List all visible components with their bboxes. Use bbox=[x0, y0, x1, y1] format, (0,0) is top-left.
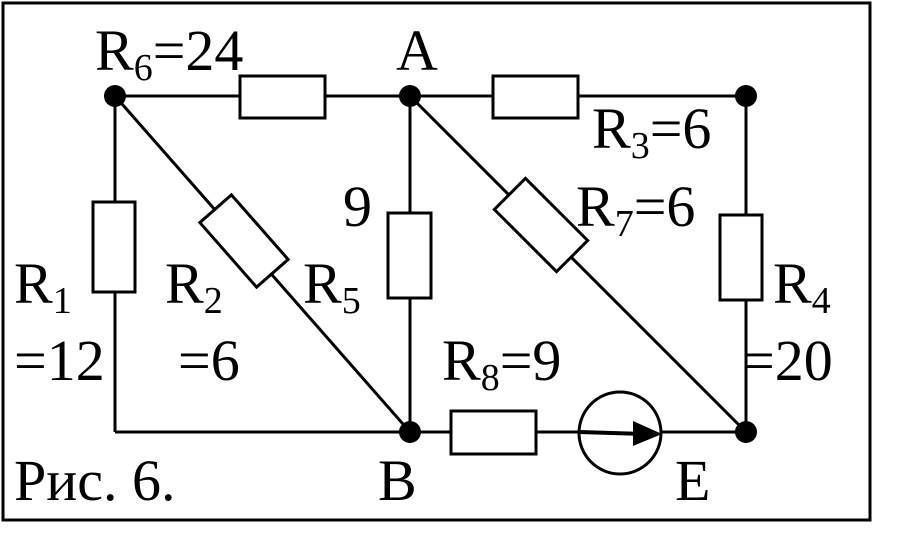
node-dot-a bbox=[399, 85, 421, 107]
figure-caption: Рис. 6. bbox=[14, 448, 176, 513]
label-r2-name: R2 bbox=[165, 251, 223, 322]
label-r6: R6=24 bbox=[95, 18, 243, 89]
label-r8: R8=9 bbox=[442, 328, 561, 399]
resistor-r7 bbox=[492, 176, 590, 274]
label-r5-name: R5 bbox=[303, 251, 361, 322]
node-label-a: A bbox=[396, 18, 438, 83]
resistor-r3 bbox=[491, 74, 580, 120]
label-r2-value: =6 bbox=[178, 328, 240, 393]
label-r3: R3=6 bbox=[592, 96, 711, 167]
resistor-symbols bbox=[91, 74, 764, 456]
node-dots bbox=[104, 85, 757, 443]
node-dot-e bbox=[735, 421, 757, 443]
label-r1-name: R1 bbox=[14, 251, 72, 322]
node-label-b: B bbox=[378, 448, 417, 513]
resistor-r2 bbox=[197, 192, 291, 290]
resistor-r8 bbox=[449, 409, 538, 456]
node-dot-b bbox=[399, 421, 421, 443]
node-dot-top-left bbox=[104, 85, 126, 107]
resistor-r4 bbox=[718, 213, 764, 302]
label-r7: R7=6 bbox=[576, 174, 695, 245]
figure-frame bbox=[1, 1, 872, 522]
node-label-e: E bbox=[675, 448, 710, 513]
label-r4-name: R4 bbox=[773, 251, 831, 322]
wire-diagonal-right bbox=[408, 94, 748, 434]
label-r1-value: =12 bbox=[14, 328, 105, 393]
label-r5-value: 9 bbox=[343, 174, 372, 239]
source-arrow-shaft bbox=[578, 430, 643, 436]
resistor-r5 bbox=[386, 211, 433, 300]
node-dot-top-right bbox=[735, 85, 757, 107]
source-arrow-head bbox=[633, 421, 662, 446]
resistor-r6 bbox=[238, 74, 327, 120]
label-r4-value: =20 bbox=[742, 328, 833, 393]
source-symbol bbox=[536, 390, 746, 476]
resistor-r1 bbox=[91, 200, 137, 294]
